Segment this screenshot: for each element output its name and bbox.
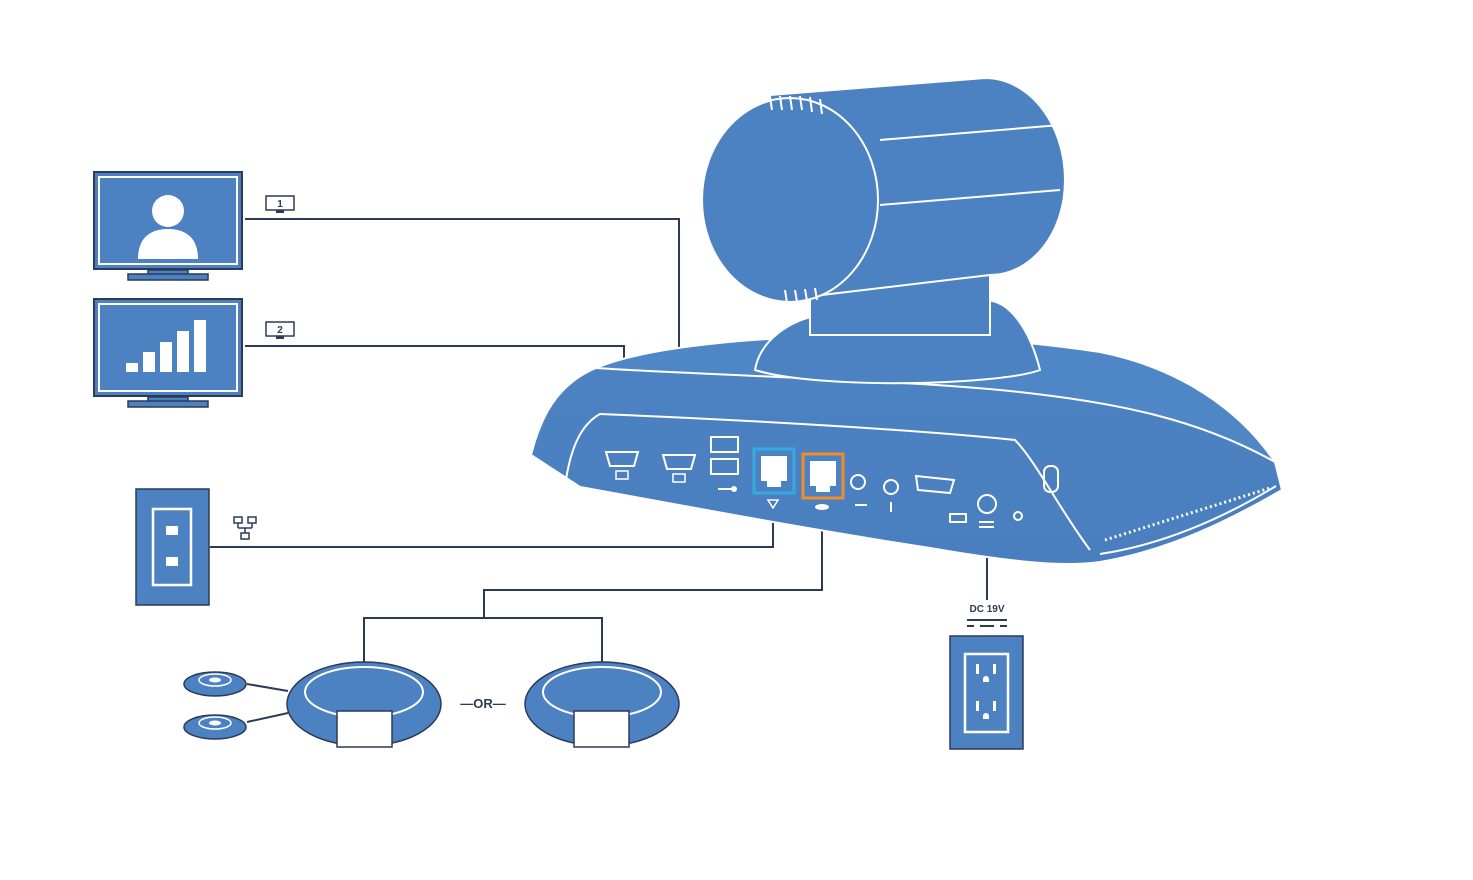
mic-pod-standalone [524, 661, 680, 748]
person-icon [138, 195, 198, 259]
security-slot [1013, 465, 1059, 521]
expansion-mic-2 [183, 714, 247, 740]
camera-device [529, 76, 1284, 566]
power-label: DC 19V [969, 604, 1004, 615]
expansion-mic-1 [183, 671, 247, 697]
lan-port [752, 447, 796, 510]
dc-power-port [977, 494, 997, 528]
poe-mic-port [801, 452, 845, 510]
bar-chart-icon [126, 320, 206, 372]
display-2 [93, 298, 243, 408]
audio-jacks [850, 474, 899, 512]
outlet-socket-top [976, 664, 996, 682]
expansion-mic-link-1 [246, 683, 289, 692]
hdmi-input-port [914, 474, 967, 523]
network-wall-plate [135, 488, 210, 606]
expansion-mic-link-2 [246, 712, 289, 723]
camera-lens-face [701, 97, 879, 303]
dc-symbol-icon [967, 619, 1007, 627]
display-1-badge-label: 1 [277, 199, 283, 210]
usb-ports [710, 436, 739, 492]
display-2-badge-label: 2 [277, 325, 283, 336]
lan-cable [210, 510, 774, 548]
mic-cable-trunk [483, 510, 823, 618]
outlet-socket-bottom [976, 701, 996, 719]
power-outlet [949, 635, 1024, 750]
network-jack-top [166, 526, 178, 535]
network-jack-bottom [166, 557, 178, 566]
hdmi-port-2 [661, 454, 697, 483]
display-2-badge: 2 [265, 321, 295, 339]
mic-cable-branch [363, 617, 603, 663]
camera-base-body [529, 366, 1284, 566]
or-separator: —OR— [460, 696, 506, 711]
port-panel-frame [564, 412, 1277, 555]
display-1 [93, 171, 243, 281]
network-icon [233, 516, 257, 540]
mic-pod-with-expansion [286, 661, 442, 748]
hdmi-port-1 [604, 451, 640, 480]
display-1-badge: 1 [265, 195, 295, 213]
